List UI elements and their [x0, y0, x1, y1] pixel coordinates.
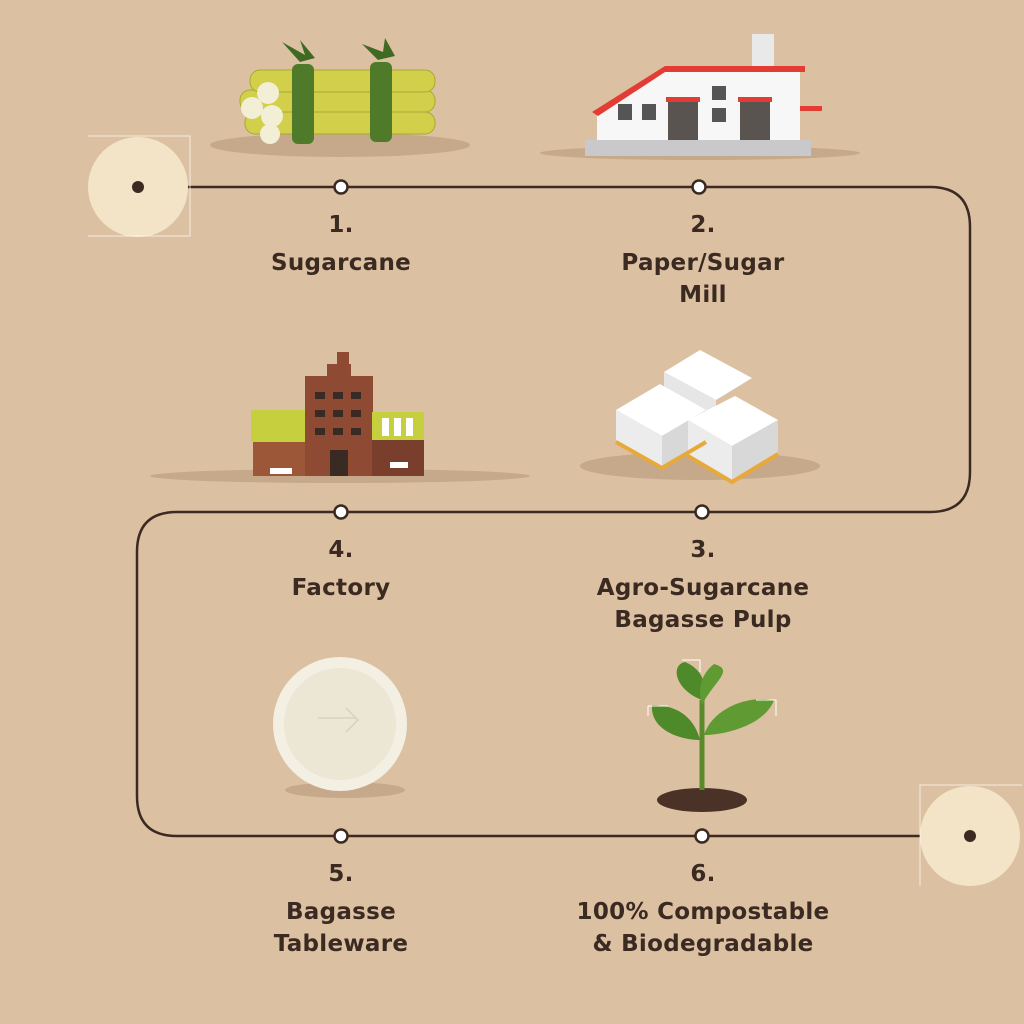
factory-icon	[150, 352, 530, 483]
step-text: Bagasse Tableware	[273, 899, 409, 957]
step-number: 4.	[328, 537, 354, 563]
step-label-4: 4. Factory	[191, 534, 491, 604]
end-endpoint	[919, 784, 1022, 886]
pulp-blocks-icon	[580, 350, 820, 485]
step-text: 100% Compostable & Biodegradable	[576, 899, 830, 957]
flow-path	[135, 185, 972, 838]
step-text: Paper/Sugar Mill	[621, 250, 785, 308]
sugarcane-icon	[210, 38, 470, 157]
step-label-6: 6. 100% Compostable & Biodegradable	[553, 858, 853, 960]
step-number: 1.	[328, 212, 354, 238]
step-node-3	[694, 504, 710, 520]
step-text: Agro-Sugarcane Bagasse Pulp	[596, 575, 810, 633]
step-text: Factory	[291, 575, 391, 601]
step-node-2	[691, 179, 707, 195]
mill-icon	[540, 34, 860, 160]
step-number: 3.	[690, 537, 716, 563]
sprout-icon	[647, 659, 777, 812]
step-number: 2.	[690, 212, 716, 238]
step-label-3: 3. Agro-Sugarcane Bagasse Pulp	[553, 534, 853, 636]
step-node-6	[694, 828, 710, 844]
step-node-4	[333, 504, 349, 520]
step-number: 5.	[328, 861, 354, 887]
step-node-5	[333, 828, 349, 844]
start-endpoint	[88, 135, 191, 237]
step-label-5: 5. Bagasse Tableware	[191, 858, 491, 960]
step-text: Sugarcane	[270, 250, 412, 276]
plate-icon	[273, 657, 407, 798]
step-node-1	[333, 179, 349, 195]
step-label-1: 1. Sugarcane	[191, 209, 491, 279]
step-label-2: 2. Paper/Sugar Mill	[553, 209, 853, 311]
step-number: 6.	[690, 861, 716, 887]
